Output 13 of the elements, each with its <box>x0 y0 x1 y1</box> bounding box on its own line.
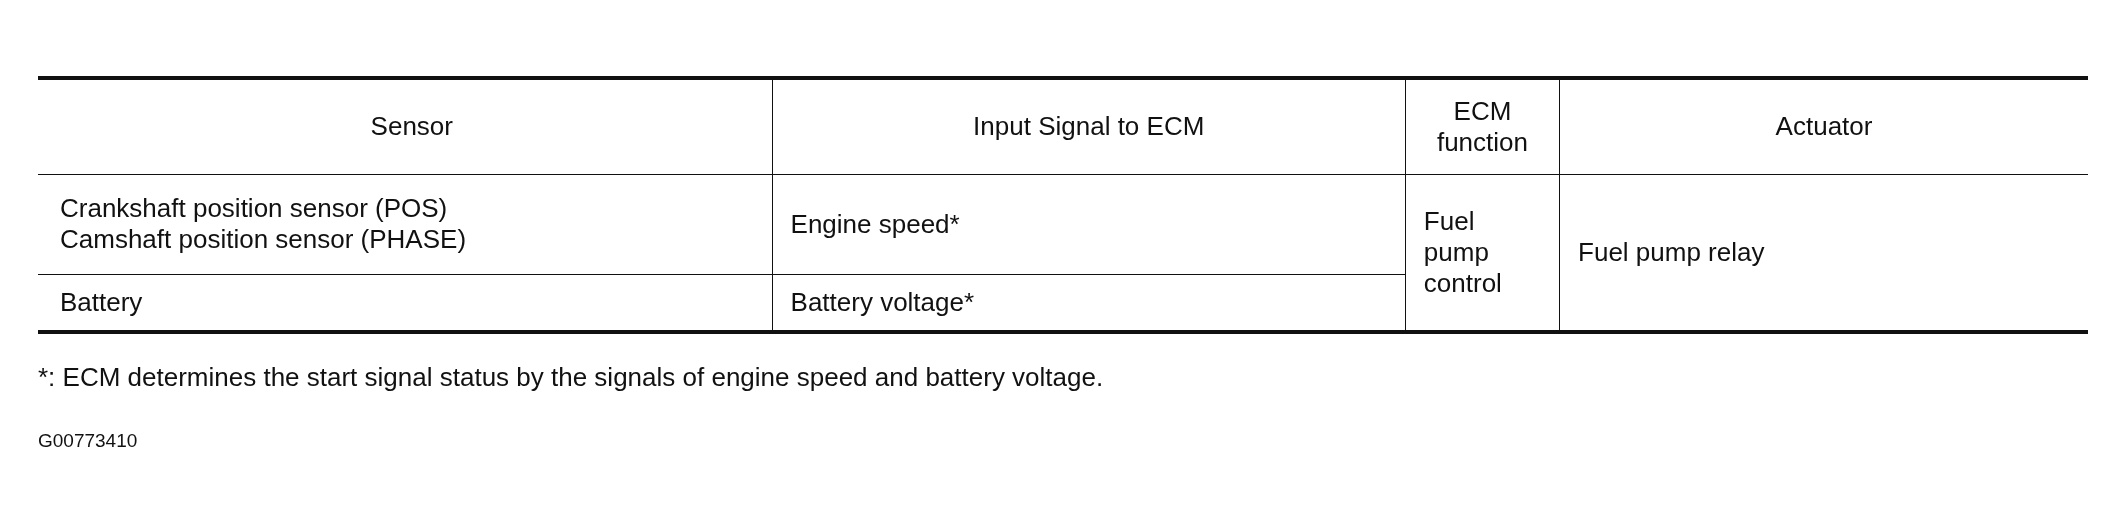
table-cell: Battery voltage* <box>772 274 1406 332</box>
column-header: Sensor <box>38 78 773 174</box>
column-header: ECM function <box>1405 78 1560 174</box>
footnote: *: ECM determines the start signal status by the signals of engine speed and battery voltage. <box>38 362 1104 393</box>
table-cell: Fuel pump control <box>1405 174 1560 332</box>
sensor-name: Crankshaft position sensor (POS) <box>60 193 449 224</box>
column-header: Input Signal to ECM <box>772 78 1406 174</box>
table-cell: Fuel pump relay <box>1559 174 2088 332</box>
table-cell: Engine speed* <box>772 174 1406 274</box>
column-header: Actuator <box>1559 78 2088 174</box>
figure-code: G00773410 <box>38 430 138 452</box>
table-cell: Battery <box>38 274 773 332</box>
sensor-name: Camshaft position sensor (PHASE) <box>60 224 468 255</box>
